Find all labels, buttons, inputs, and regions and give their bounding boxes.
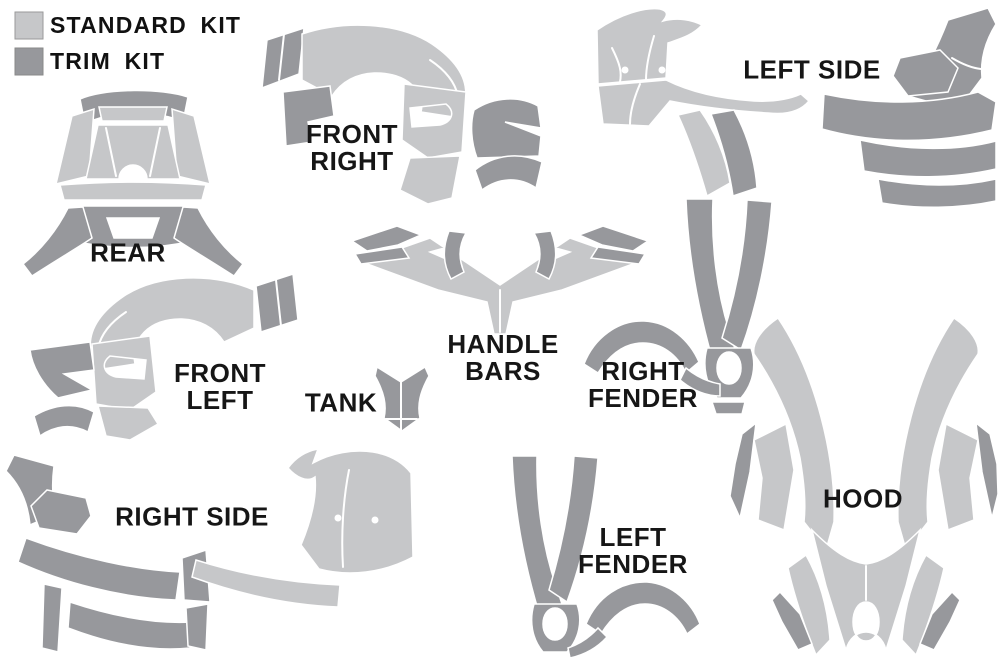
handle-bars-part-shapes (350, 225, 650, 335)
label-left-fender: LEFT FENDER (578, 522, 688, 579)
trim-kit-swatch (14, 47, 44, 76)
front-right-part-shapes (261, 24, 543, 205)
legend-item-trim-kit: TRIM KIT (50, 48, 166, 74)
label-rear: REAR (90, 237, 166, 268)
right-side-part-shapes (5, 448, 414, 653)
label-handle-bars: HANDLE BARS (447, 329, 559, 386)
label-right-fender: RIGHT FENDER (588, 356, 698, 413)
label-right-side: RIGHT SIDE (115, 501, 269, 532)
label-left-side: LEFT SIDE (743, 54, 881, 85)
label-hood: HOOD (823, 483, 903, 514)
hood-part-shapes (729, 316, 999, 657)
left-fender-part-shapes (511, 455, 701, 659)
legend-item-standard-kit: STANDARD KIT (50, 12, 242, 38)
legend-swatches (14, 11, 44, 76)
rear-part-shapes (21, 89, 245, 278)
tank-part-shapes (374, 365, 430, 432)
left-side-part-shapes (596, 7, 997, 209)
front-left-part-shapes (29, 273, 299, 441)
right-fender-part-shapes (583, 198, 773, 415)
label-front-right: FRONT RIGHT (305, 119, 399, 176)
label-front-left: FRONT LEFT (173, 358, 267, 415)
standard-kit-swatch (14, 11, 44, 40)
label-tank: TANK (304, 387, 378, 418)
